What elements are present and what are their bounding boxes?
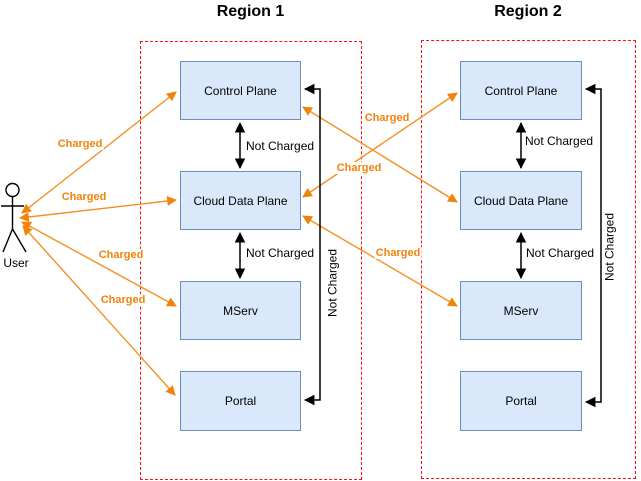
edge-label-charged-user-portal: Charged: [99, 293, 147, 307]
edge-label-charged-cross-mid: Charged: [335, 161, 383, 175]
edge-label-not-charged-r2-cdp-mserv: Not Charged: [525, 246, 596, 261]
node-region2-mserv: MServ: [460, 281, 582, 340]
node-region1-cloud-data-plane: Cloud Data Plane: [180, 171, 301, 230]
region2-title: Region 2: [494, 3, 562, 20]
user-label: User: [3, 256, 29, 270]
edge-label-charged-user-cp: Charged: [56, 137, 104, 151]
edge-label-charged-cross-lower: Charged: [374, 246, 422, 260]
edge-label-not-charged-r1-cdp-mserv: Not Charged: [245, 246, 316, 261]
edge-label-not-charged-r1-cp-portal: Not Charged: [325, 247, 340, 319]
edge-label-charged-cross-upper: Charged: [363, 111, 411, 125]
edge-label-not-charged-r2-cp-cdp: Not Charged: [524, 134, 595, 149]
user-actor-icon: [1, 182, 27, 253]
edge-label-charged-user-mserv: Charged: [97, 248, 145, 262]
edge-label-charged-user-cdp: Charged: [60, 190, 108, 204]
edge-label-not-charged-r1-cp-cdp: Not Charged: [245, 139, 316, 154]
node-region1-control-plane: Control Plane: [180, 61, 301, 120]
node-region1-mserv: MServ: [180, 281, 301, 340]
node-region2-control-plane: Control Plane: [460, 61, 582, 120]
region1-title: Region 1: [216, 3, 285, 20]
node-region1-portal: Portal: [180, 371, 301, 431]
edge-label-not-charged-r2-cp-portal: Not Charged: [602, 211, 617, 283]
node-region2-cloud-data-plane: Cloud Data Plane: [460, 171, 582, 230]
node-region2-portal: Portal: [460, 371, 582, 431]
